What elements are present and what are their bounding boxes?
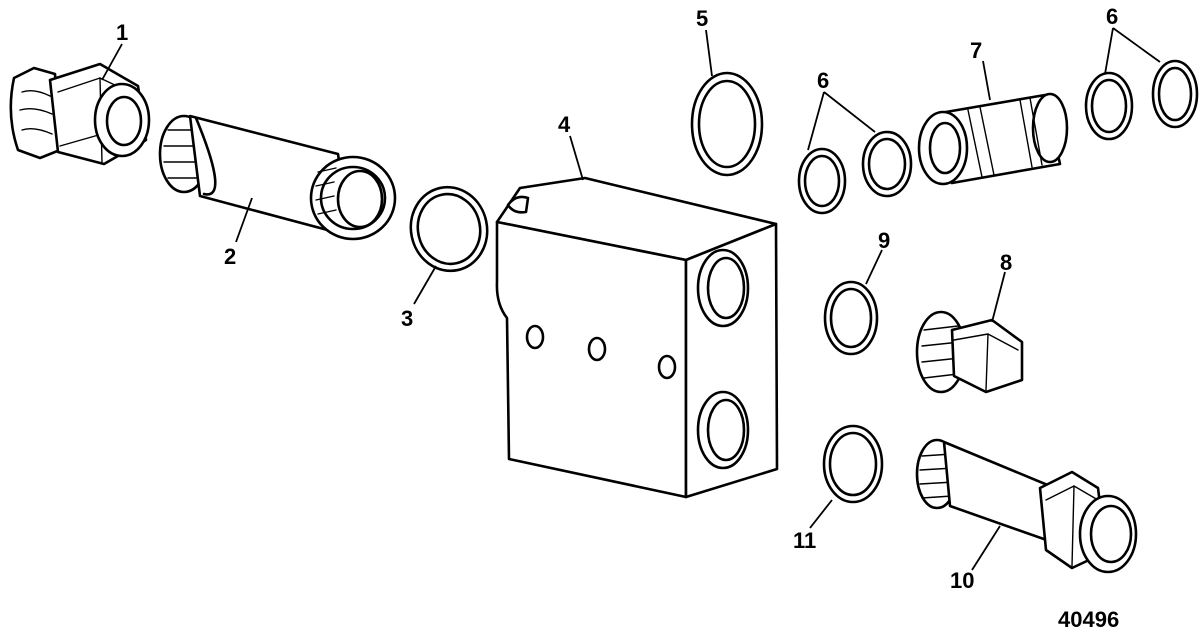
part-9-o-ring xyxy=(823,280,879,356)
callout-1: 1 xyxy=(116,20,128,45)
part-1-hose-fitting xyxy=(9,62,151,166)
part-6-washer-right-b xyxy=(1151,59,1199,129)
part-4-valve-block xyxy=(495,176,779,499)
part-10-fitting xyxy=(915,438,1138,574)
callout-4: 4 xyxy=(558,112,571,137)
part-6-washer-left xyxy=(797,147,847,215)
callout-3: 3 xyxy=(401,306,413,331)
callout-7: 7 xyxy=(970,38,982,63)
figure-number: 40496 xyxy=(1058,607,1119,632)
callout-6-left: 6 xyxy=(817,68,829,93)
callout-2: 2 xyxy=(224,244,236,269)
part-8-plug xyxy=(915,310,1024,394)
part-6-washer-right-a xyxy=(1084,71,1134,141)
callout-8: 8 xyxy=(1000,250,1012,275)
callout-9: 9 xyxy=(878,228,890,253)
part-7-sleeve xyxy=(917,92,1069,186)
callout-labels: 1 2 3 4 5 6 7 6 8 9 10 11 40496 xyxy=(116,4,1119,632)
part-6-washer-middle xyxy=(861,130,913,198)
callout-10: 10 xyxy=(950,568,974,593)
leader-lines xyxy=(101,27,1161,571)
part-5-washer xyxy=(690,71,764,177)
callout-6-right: 6 xyxy=(1106,4,1118,29)
callout-11: 11 xyxy=(793,528,816,553)
part-2-fitting xyxy=(158,114,397,241)
part-11-o-ring xyxy=(822,424,884,504)
part-3-o-ring xyxy=(409,185,489,273)
callout-5: 5 xyxy=(696,6,708,31)
